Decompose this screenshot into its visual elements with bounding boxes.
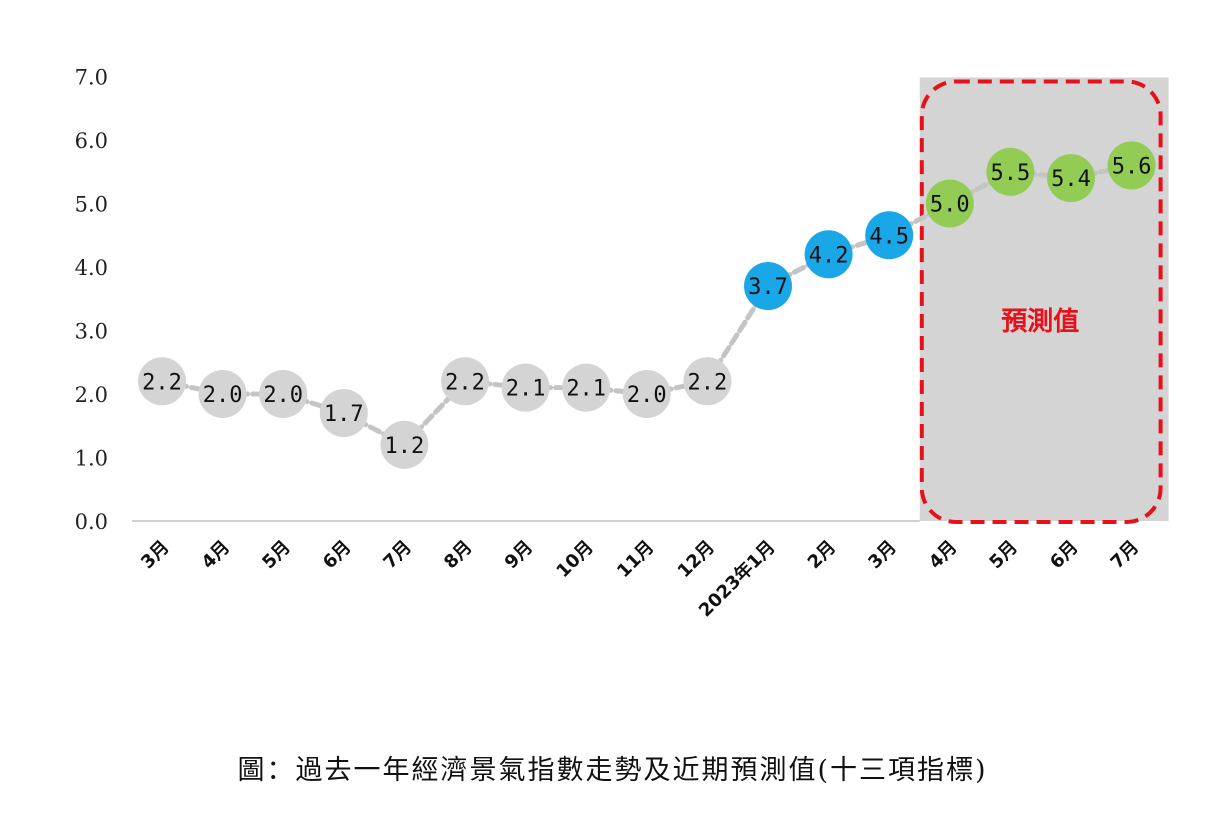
data-point: 1.2 — [380, 420, 429, 469]
data-label: 2.2 — [445, 370, 485, 395]
y-tick-label: 0.0 — [75, 510, 108, 534]
y-tick-label: 7.0 — [75, 66, 108, 90]
forecast-border — [919, 79, 1163, 524]
data-marker — [380, 420, 429, 469]
x-tick-label: 5月 — [258, 537, 294, 573]
data-label: 2.0 — [627, 383, 667, 408]
x-tick-label: 6月 — [1046, 537, 1082, 573]
data-label: 5.4 — [1051, 167, 1091, 192]
data-label: 2.2 — [142, 370, 182, 395]
y-tick-label: 3.0 — [75, 320, 108, 344]
data-marker — [925, 179, 974, 228]
x-tick-label: 12月 — [674, 537, 719, 582]
data-label: 1.7 — [324, 402, 364, 427]
data-label: 2.0 — [263, 383, 303, 408]
data-marker — [562, 363, 611, 412]
data-point: 2.0 — [622, 370, 671, 418]
data-label: 5.0 — [930, 193, 970, 218]
x-tick-label: 4月 — [925, 537, 961, 573]
data-point: 5.6 — [1107, 141, 1156, 190]
data-markers: 2.2 2.0 2.0 1.7 1.2 2.2 2.1 2.1 2.0 2.2 3.7 4.2 4.5 5… — [138, 141, 1156, 469]
data-point: 3.7 — [744, 262, 792, 311]
data-label: 4.2 — [809, 243, 849, 268]
data-marker — [744, 262, 792, 311]
x-tick-label: 3月 — [864, 537, 900, 573]
x-tick-label: 9月 — [501, 537, 537, 573]
data-marker — [501, 363, 550, 412]
y-tick-label: 4.0 — [75, 256, 108, 280]
x-tick-label: 7月 — [379, 537, 415, 573]
x-tick-label: 6月 — [319, 537, 355, 573]
data-point: 2.2 — [138, 357, 186, 406]
data-label: 1.2 — [385, 434, 425, 459]
data-marker — [865, 211, 914, 260]
data-point: 2.2 — [441, 357, 489, 406]
data-marker — [259, 370, 308, 418]
x-tick-label: 10月 — [552, 537, 597, 582]
data-marker — [683, 357, 732, 406]
data-marker — [138, 357, 186, 406]
data-label: 2.1 — [506, 377, 546, 402]
data-label: 2.0 — [203, 383, 243, 408]
data-point: 4.2 — [804, 230, 853, 279]
data-label: 3.7 — [748, 275, 788, 300]
data-marker — [319, 389, 368, 438]
data-marker — [441, 357, 489, 406]
chart-area: 預測值 0.0 1.0 2.0 3.0 4.0 5.0 6.0 7.0 2.2 2.0 2.0 1.… — [75, 66, 1169, 621]
data-marker — [804, 230, 853, 279]
y-tick-label: 2.0 — [75, 383, 108, 407]
x-tick-label: 2月 — [804, 537, 840, 573]
x-tick-label: 4月 — [198, 537, 234, 573]
data-point: 5.4 — [1047, 154, 1095, 203]
x-tick-label: 8月 — [440, 537, 476, 573]
data-marker — [622, 370, 671, 418]
x-tick-label: 3月 — [137, 537, 173, 573]
data-point: 2.2 — [683, 357, 732, 406]
y-tick-label: 6.0 — [75, 129, 108, 153]
data-marker — [1107, 141, 1156, 190]
data-point: 2.0 — [259, 370, 308, 418]
x-tick-label: 5月 — [985, 537, 1021, 573]
data-marker — [198, 370, 247, 418]
data-label: 2.2 — [688, 370, 728, 395]
y-tick-label: 5.0 — [75, 193, 108, 217]
data-point: 2.1 — [562, 363, 611, 412]
data-point: 5.5 — [986, 147, 1035, 196]
data-point: 4.5 — [865, 211, 914, 260]
data-label: 5.6 — [1112, 154, 1152, 179]
data-point: 5.0 — [925, 179, 974, 228]
data-label: 5.5 — [991, 161, 1031, 186]
data-marker — [1047, 154, 1095, 203]
x-tick-label: 11月 — [613, 537, 658, 582]
data-label: 2.1 — [566, 377, 606, 402]
figure-caption: 圖：過去一年經濟景氣指數走勢及近期預測值(十三項指標) — [237, 755, 988, 786]
y-tick-label: 1.0 — [75, 447, 108, 471]
data-point: 1.7 — [319, 389, 368, 438]
data-point: 2.0 — [198, 370, 247, 418]
data-marker — [986, 147, 1035, 196]
x-tick-label: 7月 — [1107, 537, 1143, 573]
forecast-label: 預測值 — [1001, 307, 1079, 337]
data-label: 4.5 — [869, 224, 909, 249]
y-axis: 0.0 1.0 2.0 3.0 4.0 5.0 6.0 7.0 — [75, 66, 108, 535]
data-point: 2.1 — [501, 363, 550, 412]
